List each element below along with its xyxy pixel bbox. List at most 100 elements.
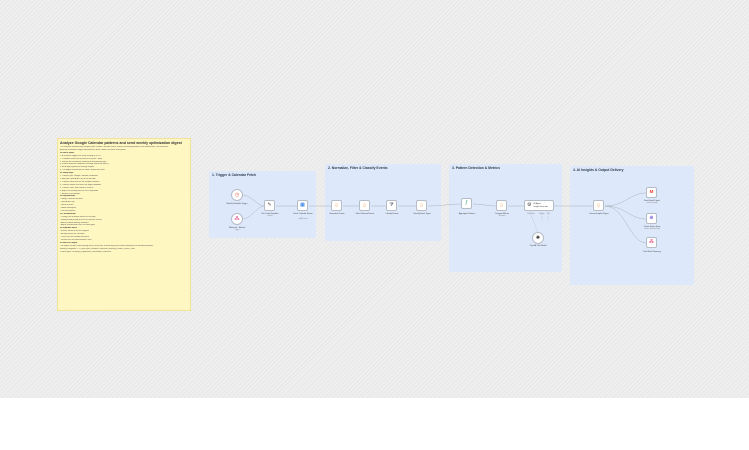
webhook-icon: ⁂ xyxy=(234,215,240,222)
wire xyxy=(242,194,265,207)
node-label: OpenAI Chat Model xyxy=(529,245,547,247)
sticky-note-title: Analyze Google Calendar patterns and sen… xyxy=(60,141,182,145)
sticky-note-line: generate actionable insights delivered v… xyxy=(60,148,127,151)
wire xyxy=(472,203,497,207)
node-sub-label: create: databasePage xyxy=(644,229,660,230)
sticky-note-line: ## Important notes xyxy=(60,227,77,230)
node-label: Normalize Events xyxy=(329,213,345,215)
agent-port-label: Chat Model xyxy=(527,214,535,215)
clock-icon: ◷ xyxy=(234,191,240,198)
node-label: Format Insights Digest xyxy=(589,213,609,215)
format-output-node[interactable]: {} xyxy=(593,200,604,211)
notion-node[interactable]: ⊕ xyxy=(646,213,657,224)
code-icon: {} xyxy=(597,202,600,207)
pen-icon: ✎ xyxy=(267,202,272,208)
wire xyxy=(604,205,647,244)
sticky-note-line: 2. Calendar events are fetched for the p… xyxy=(60,157,102,160)
sticky-note-line: - Results are not stored between runs xyxy=(60,239,92,241)
sticky-note-body: This workflow automatically analyzes you… xyxy=(60,146,188,254)
slack-icon: ⁂ xyxy=(649,239,654,245)
sticky-note-line: 7. Activate the workflow xyxy=(60,192,80,195)
node-label: Send Gmail Digest xyxy=(644,200,660,202)
sticky-note-line: The digest includes: total meeting hours… xyxy=(60,244,154,247)
section-title: 1. Trigger & Calendar Fetch xyxy=(212,173,257,177)
code-icon: {} xyxy=(420,202,423,207)
node-label: Compute Metrics xyxy=(494,213,510,215)
normalize-node[interactable]: {} xyxy=(331,200,342,211)
filter-icon: ⧩ xyxy=(389,202,394,208)
sticky-note-line: - Adjust classification rules for event … xyxy=(60,224,96,227)
wire xyxy=(604,205,647,220)
classify-code-node[interactable]: {} xyxy=(416,200,427,211)
sticky-note-line: ## Customization xyxy=(60,212,76,215)
sticky-note-line: - Notion workspace xyxy=(60,207,77,210)
node-sub-label: getAll: event xyxy=(298,219,308,220)
filter-events-node[interactable]: {} xyxy=(359,200,370,211)
ai-agent-node[interactable]: ⚙ AI Agent Insight Generator xyxy=(524,200,554,211)
sticky-note-line: Pattern types: recurring | fragmented | … xyxy=(60,250,111,253)
function-icon: ƒ xyxy=(465,200,468,206)
section-ai-output[interactable]: 4. AI Insights & Output Delivery xyxy=(570,166,694,285)
sticky-note-line: ## Setup steps xyxy=(60,172,74,175)
node-label: Set Config Variables xyxy=(261,213,279,215)
fetch-calendar-node[interactable]: ▦ xyxy=(297,200,308,211)
sticky-note-line: ## Requirements xyxy=(60,195,76,198)
schedule-trigger-node[interactable]: ◷ xyxy=(231,189,243,201)
wire xyxy=(604,192,647,207)
classify-node[interactable]: ⧩ xyxy=(386,200,397,211)
sticky-note-line: 6. The digest is delivered via Gmail, No… xyxy=(60,169,105,172)
node-label: Aggregate Patterns xyxy=(458,213,476,215)
section-title: 3. Pattern Detection & Metrics xyxy=(452,166,501,170)
set-config-node[interactable]: ✎ xyxy=(264,200,275,211)
connection-wires xyxy=(242,192,647,244)
node-label: Webhook – Manual xyxy=(228,227,246,229)
agent-port-label: Memory xyxy=(539,214,545,215)
notion-icon: ⊕ xyxy=(649,215,654,221)
node-label: Post Slack Summary xyxy=(643,251,661,253)
compute-metrics-node[interactable]: {} xyxy=(496,200,507,211)
sticky-note-line: 1. A schedule trigger fires every Sunday… xyxy=(60,154,101,157)
sticky-note[interactable]: Analyze Google Calendar patterns and sen… xyxy=(57,138,191,311)
node-sub-label: Trigger xyxy=(234,230,240,231)
sticky-note-line: - Google Calendar account xyxy=(60,198,83,201)
node-sub-label: send: message xyxy=(646,203,658,204)
ai-agent-sub-label: Insight Generator xyxy=(533,205,549,208)
ai-agent-label: AI Agent xyxy=(533,203,541,206)
slack-node[interactable]: ⁂ xyxy=(646,237,657,248)
node-label: Weekly Schedule Trigger xyxy=(226,203,248,205)
code-icon: {} xyxy=(335,202,338,207)
aggregate-patterns-node[interactable]: ƒ xyxy=(461,198,472,209)
section-title: 2. Normalize, Filter & Classify Events xyxy=(328,166,388,170)
sticky-note-line: - Modify the AI prompt to focus on speci… xyxy=(60,218,102,221)
sticky-note-line: ## Notes on output xyxy=(60,241,78,244)
sticky-note-line: 3. Events are normalized, filtered and c… xyxy=(60,160,107,163)
webhook-node[interactable]: ⁂ xyxy=(231,213,243,225)
openai-model-node[interactable]: ✺ xyxy=(532,232,544,244)
sticky-note-line: 5. Connect Slack and choose a channel xyxy=(60,186,94,189)
sticky-note-line: - Add or remove delivery channels xyxy=(60,221,89,224)
sticky-note-line: Meeting categories: 1:1 | team sync | ex… xyxy=(60,247,136,250)
node-label: Filter Relevant Events xyxy=(355,213,375,215)
sticky-note-line: 6. Adjust the working hours in the confi… xyxy=(60,189,99,192)
openai-icon: ✺ xyxy=(535,234,541,241)
workflow-canvas[interactable]: Analyze Google Calendar patterns and sen… xyxy=(0,0,749,398)
wire xyxy=(242,205,265,220)
sticky-note-line: This workflow automatically analyzes you… xyxy=(60,146,169,148)
node-sub-label: manual xyxy=(267,216,273,217)
code-icon: {} xyxy=(500,202,503,207)
sticky-note-line: 5. An AI agent generates weekly insights xyxy=(60,166,94,169)
sticky-note-line: 3. Connect Gmail and set the recipient a… xyxy=(60,180,100,183)
sticky-note-line: - Slack workspace xyxy=(60,209,76,212)
gmail-node[interactable]: M xyxy=(646,187,657,198)
sticky-note-line: - OpenAI API key xyxy=(60,201,75,204)
sticky-note-line: 4. Pattern detection computes meetings a… xyxy=(60,163,109,166)
sticky-note-line: ## How it works xyxy=(60,151,75,154)
node-label: Create Notion Page xyxy=(643,226,661,228)
sticky-note-line: - Times use the calendar timezone xyxy=(60,236,89,239)
wire xyxy=(529,211,539,234)
robot-icon: ⚙ xyxy=(527,202,532,208)
wire xyxy=(427,203,462,207)
sticky-note-line: 1. Connect your Google Calendar credenti… xyxy=(60,175,98,178)
section-patterns[interactable]: 3. Pattern Detection & Metrics xyxy=(449,164,562,272)
sticky-note-line: 2. Add your OpenAI API key to the AI nod… xyxy=(60,177,96,180)
